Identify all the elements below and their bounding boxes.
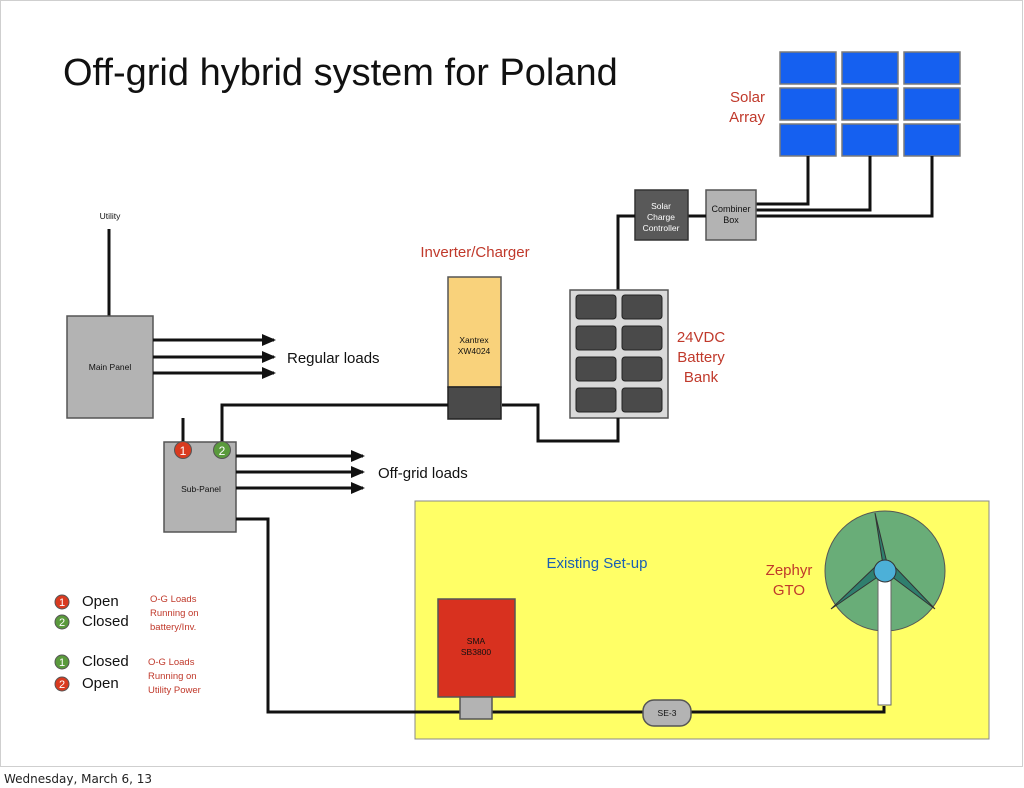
legend-2-note-2: Running on <box>148 671 197 682</box>
slide: Off-grid hybrid system for Poland Existi… <box>0 0 1023 767</box>
solar-array-label-2: Array <box>729 109 765 126</box>
breaker-1-label: 1 <box>180 444 187 458</box>
solar-panel <box>841 87 899 121</box>
solar-charge-controller <box>634 189 689 241</box>
battery-label-3: Bank <box>684 369 719 386</box>
breaker-2 <box>213 441 231 459</box>
combiner-label-2: Box <box>723 215 739 225</box>
subpanel-to-sma-wire <box>236 517 460 714</box>
solar-array <box>779 51 961 157</box>
existing-setup-label: Existing Set-up <box>547 555 648 572</box>
controller-label-1: Solar <box>651 201 671 211</box>
zephyr-label-2: GTO <box>773 582 805 599</box>
se3-box <box>642 699 692 727</box>
regular-loads-label: Regular loads <box>287 350 380 367</box>
page-title: Off-grid hybrid system for Poland <box>63 52 618 94</box>
solar-panel <box>779 87 837 121</box>
legend-2-row-2-state: Open <box>82 675 119 692</box>
solar-panel <box>903 51 961 85</box>
footer: Wednesday, March 6, 13 <box>0 768 1024 788</box>
breaker-1 <box>174 441 192 459</box>
battery-label-1: 24VDC <box>677 329 726 346</box>
legend-2-note-1: O-G Loads <box>148 657 195 668</box>
legend-group-2: 1 Closed 2 Open O-G Loads Running on Uti… <box>54 653 201 696</box>
se3-label: SE-3 <box>658 708 677 718</box>
solar-panel <box>903 123 961 157</box>
legend-1-row-1-num: 1 <box>59 597 65 609</box>
combiner-box <box>705 189 757 241</box>
legend-2-note-3: Utility Power <box>148 685 201 696</box>
main-panel <box>66 315 154 419</box>
solar-panel <box>779 51 837 85</box>
legend-2-row-2-num: 2 <box>59 679 65 691</box>
controller-label-2: Charge <box>647 212 675 222</box>
legend-2-row-1-num: 1 <box>59 657 65 669</box>
legend-group-1: 1 Open 2 Closed O-G Loads Running on bat… <box>54 593 199 633</box>
breaker-2-label: 2 <box>219 444 226 458</box>
utility-label: Utility <box>100 211 122 221</box>
inverter-base <box>447 386 502 420</box>
sma-label-1: SMA <box>467 636 486 646</box>
legend-1-note-3: battery/Inv. <box>150 622 196 633</box>
solar-panel <box>841 51 899 85</box>
sma-label-2: SB3800 <box>461 647 492 657</box>
solar-panel <box>903 87 961 121</box>
zephyr-label-1: Zephyr <box>766 562 813 579</box>
turbine-hub <box>873 559 897 583</box>
legend-1-row-2-num: 2 <box>59 617 65 629</box>
sma-inverter <box>437 598 516 698</box>
footer-date: Wednesday, March 6, 13 <box>4 772 153 786</box>
battery-label-2: Battery <box>677 349 725 366</box>
legend-1-row-1-state: Open <box>82 593 119 610</box>
battery-cells <box>575 294 663 413</box>
main-panel-label: Main Panel <box>89 362 132 372</box>
offgrid-loads-arrows <box>236 450 365 494</box>
offgrid-loads-label: Off-grid loads <box>378 465 468 482</box>
wind-turbine <box>824 510 946 706</box>
sma-base <box>459 696 493 720</box>
turbine-tower <box>877 578 892 706</box>
legend-1-note-2: Running on <box>150 608 199 619</box>
solar-wires <box>756 156 934 218</box>
legend-1-row-2-state: Closed <box>82 613 129 630</box>
solar-panel <box>841 123 899 157</box>
inverter-label: Inverter/Charger <box>420 244 529 261</box>
combiner-label-1: Combiner <box>711 204 750 214</box>
solar-array-label-1: Solar <box>730 89 765 106</box>
regular-loads-arrows <box>153 334 276 379</box>
legend-2-row-1-state: Closed <box>82 653 129 670</box>
controller-label-3: Controller <box>643 223 680 233</box>
xantrex-label-1: Xantrex <box>459 335 489 345</box>
system-diagram: Off-grid hybrid system for Poland Existi… <box>54 51 990 740</box>
solar-panel <box>779 123 837 157</box>
inverter-to-subpanel-wire <box>220 403 448 442</box>
legend-1-note-1: O-G Loads <box>150 594 197 605</box>
xantrex-label-2: XW4024 <box>458 346 491 356</box>
sub-panel-label: Sub-Panel <box>181 484 221 494</box>
inverter-charger <box>447 276 502 388</box>
